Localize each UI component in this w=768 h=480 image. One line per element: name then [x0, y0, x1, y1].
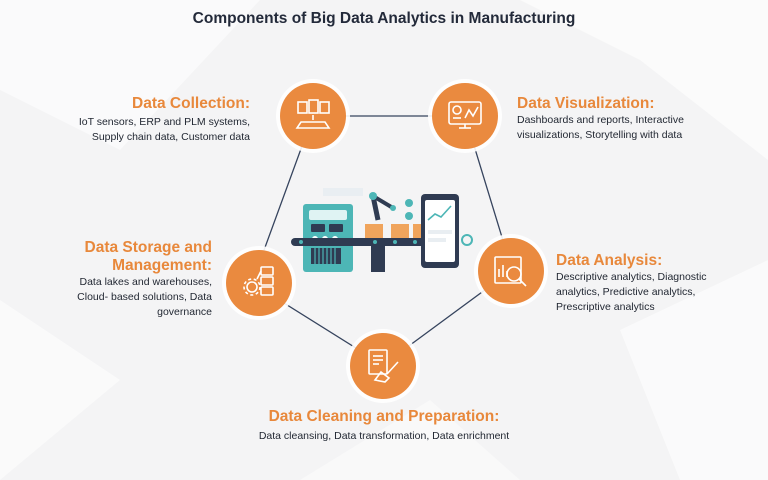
data-collection-heading: Data Collection:: [132, 95, 250, 112]
data-visualization-heading: Data Visualization:: [517, 95, 655, 112]
data-collection-node: [280, 83, 346, 149]
document-broom-icon: [368, 349, 399, 383]
data-analysis-description: Descriptive analytics, Diagnostic analyt…: [556, 271, 707, 313]
data-cleaning-description: Data cleansing, Data transformation, Dat…: [258, 430, 510, 442]
data-visualization-description: Dashboards and reports, Interactive visu…: [517, 114, 684, 141]
server-gear-icon: [243, 266, 274, 296]
stacked-documents-icon: [295, 99, 331, 129]
data-collection-description: IoT sensors, ERP and PLM systems, Supply…: [78, 116, 250, 143]
page-title: Components of Big Data Analytics in Manu…: [192, 10, 576, 27]
factory-robot-arm-conveyor-icon: [291, 188, 473, 272]
data-storage-description: Data lakes and warehouses, Cloud- based …: [77, 276, 212, 318]
data-storage-heading: Data Storage and Management:: [84, 239, 212, 274]
data-cleaning-heading: Data Cleaning and Preparation:: [268, 408, 500, 425]
data-storage-node: [226, 250, 292, 316]
dashboard-monitor-icon: [448, 101, 482, 129]
analysis-chart-magnifier-icon: [494, 256, 527, 287]
data-analysis-heading: Data Analysis:: [556, 252, 663, 269]
data-analysis-node: [478, 238, 544, 304]
data-cleaning-node: [350, 333, 416, 399]
data-visualization-node: [432, 83, 498, 149]
